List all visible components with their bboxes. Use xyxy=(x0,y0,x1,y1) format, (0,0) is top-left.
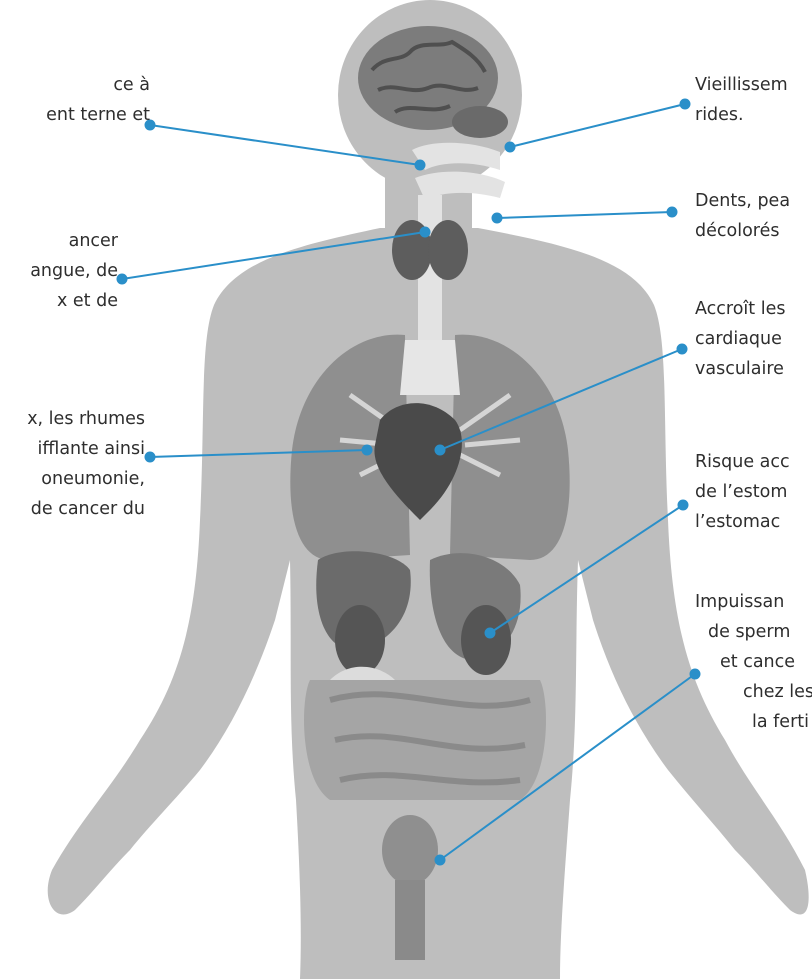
label-stomach-line-3: l’estomac xyxy=(695,507,790,537)
label-heart-line-3: vasculaire xyxy=(695,354,785,384)
label-face: Vieillissem rides. xyxy=(695,70,788,130)
label-lungs-line-3: oneumonie, xyxy=(0,464,145,494)
label-brain-line-2: ent terne et xyxy=(0,100,150,130)
label-mouth: Dents, pea décolorés xyxy=(695,186,790,246)
label-stomach-line-2: de l’estom xyxy=(695,477,790,507)
label-face-line-1: Vieillissem xyxy=(695,70,788,100)
label-reproductive-line-3: et cance xyxy=(695,647,812,677)
callout-mouth xyxy=(497,212,672,218)
label-mouth-line-1: Dents, pea xyxy=(695,186,790,216)
label-throat-line-1: ancer xyxy=(0,226,118,256)
label-face-line-2: rides. xyxy=(695,100,788,130)
label-reproductive-line-2: de sperm xyxy=(695,617,812,647)
label-reproductive: Impuissan de sperm et cance chez les la … xyxy=(695,587,812,737)
label-lungs: x, les rhumes ifflante ainsi oneumonie, … xyxy=(0,404,145,524)
label-mouth-line-2: décolorés xyxy=(695,216,790,246)
label-reproductive-line-5: la ferti xyxy=(695,707,812,737)
label-lungs-line-1: x, les rhumes xyxy=(0,404,145,434)
label-heart-line-2: cardiaque xyxy=(695,324,785,354)
label-brain-line-1: ce à xyxy=(0,70,150,100)
label-brain: ce à ent terne et xyxy=(0,70,150,130)
label-reproductive-line-1: Impuissan xyxy=(695,587,812,617)
label-throat-line-3: x et de xyxy=(0,286,118,316)
label-throat-line-2: angue, de xyxy=(0,256,118,286)
label-heart: Accroît les cardiaque vasculaire xyxy=(695,294,785,384)
label-lungs-line-4: de cancer du xyxy=(0,494,145,524)
callout-face xyxy=(510,104,685,147)
label-lungs-line-2: ifflante ainsi xyxy=(0,434,145,464)
label-stomach-line-1: Risque acc xyxy=(695,447,790,477)
label-reproductive-line-4: chez les xyxy=(695,677,812,707)
label-throat: ancer angue, de x et de xyxy=(0,226,118,316)
label-stomach: Risque acc de l’estom l’estomac xyxy=(695,447,790,537)
label-heart-line-1: Accroît les xyxy=(695,294,785,324)
